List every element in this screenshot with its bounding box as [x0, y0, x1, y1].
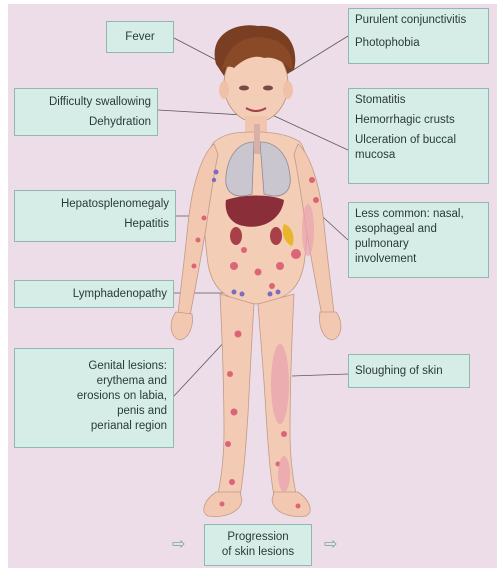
leader-fever — [174, 38, 220, 62]
label-sloughing: Sloughing of skin — [348, 354, 470, 388]
label-lymphadenopathy: Lymphadenopathy — [14, 280, 174, 308]
label-less-common-line-3: pulmonary — [355, 237, 482, 252]
left-eye — [239, 86, 249, 91]
trachea — [254, 124, 260, 154]
label-mouth-line-1: Stomatitis — [355, 93, 482, 108]
label-genital: Genital lesions: erythema and erosions o… — [14, 348, 174, 448]
label-eyes: Purulent conjunctivitis Photophobia — [348, 8, 489, 64]
right-foot — [272, 492, 310, 516]
label-progression: Progression of skin lesions — [204, 524, 312, 566]
left-ear — [219, 81, 229, 99]
label-liver-line-2: Hepatitis — [21, 217, 169, 232]
progression-arrow-right-icon: ⇨ — [324, 537, 337, 553]
label-eyes-line-2: Photophobia — [355, 36, 482, 51]
right-ear — [283, 81, 293, 99]
progression-arrow-left-icon: ⇨ — [172, 537, 185, 553]
left-hand — [171, 312, 192, 340]
right-eye — [263, 86, 273, 91]
label-throat-line-1: Difficulty swallowing — [21, 95, 151, 110]
label-genital-line-3: erosions on labia, — [21, 389, 167, 404]
label-progression-line-2: of skin lesions — [211, 545, 305, 560]
label-fever: Fever — [106, 21, 174, 53]
label-genital-line-5: perianal region — [21, 419, 167, 434]
label-mouth-line-4: mucosa — [355, 148, 482, 163]
label-throat: Difficulty swallowing Dehydration — [14, 88, 158, 136]
label-throat-line-2: Dehydration — [21, 115, 151, 130]
label-less-common-line-1: Less common: nasal, — [355, 207, 482, 222]
label-eyes-line-1: Purulent conjunctivitis — [355, 13, 482, 28]
right-kidney — [270, 227, 282, 245]
label-mouth: Stomatitis Hemorrhagic crusts Ulceration… — [348, 88, 489, 184]
right-hand — [320, 312, 341, 340]
label-liver-line-1: Hepatosplenomegaly — [21, 197, 169, 212]
label-progression-line-1: Progression — [211, 530, 305, 545]
leader-skin — [292, 374, 348, 376]
label-less-common-line-2: esophageal and — [355, 222, 482, 237]
label-less-common: Less common: nasal, esophageal and pulmo… — [348, 202, 489, 278]
left-kidney — [230, 227, 242, 245]
left-leg — [218, 294, 254, 496]
label-genital-line-2: erythema and — [21, 374, 167, 389]
label-mouth-line-3: Ulceration of buccal — [355, 133, 482, 148]
label-genital-line-1: Genital lesions: — [21, 359, 167, 374]
label-less-common-line-4: involvement — [355, 252, 482, 267]
label-liver: Hepatosplenomegaly Hepatitis — [14, 190, 176, 242]
label-mouth-line-2: Hemorrhagic crusts — [355, 113, 482, 128]
label-sloughing-text: Sloughing of skin — [355, 364, 463, 379]
label-genital-line-4: penis and — [21, 404, 167, 419]
label-fever-text: Fever — [113, 30, 167, 45]
label-lymphadenopathy-text: Lymphadenopathy — [21, 287, 167, 302]
diagram-canvas: Fever Purulent conjunctivitis Photophobi… — [8, 4, 497, 568]
